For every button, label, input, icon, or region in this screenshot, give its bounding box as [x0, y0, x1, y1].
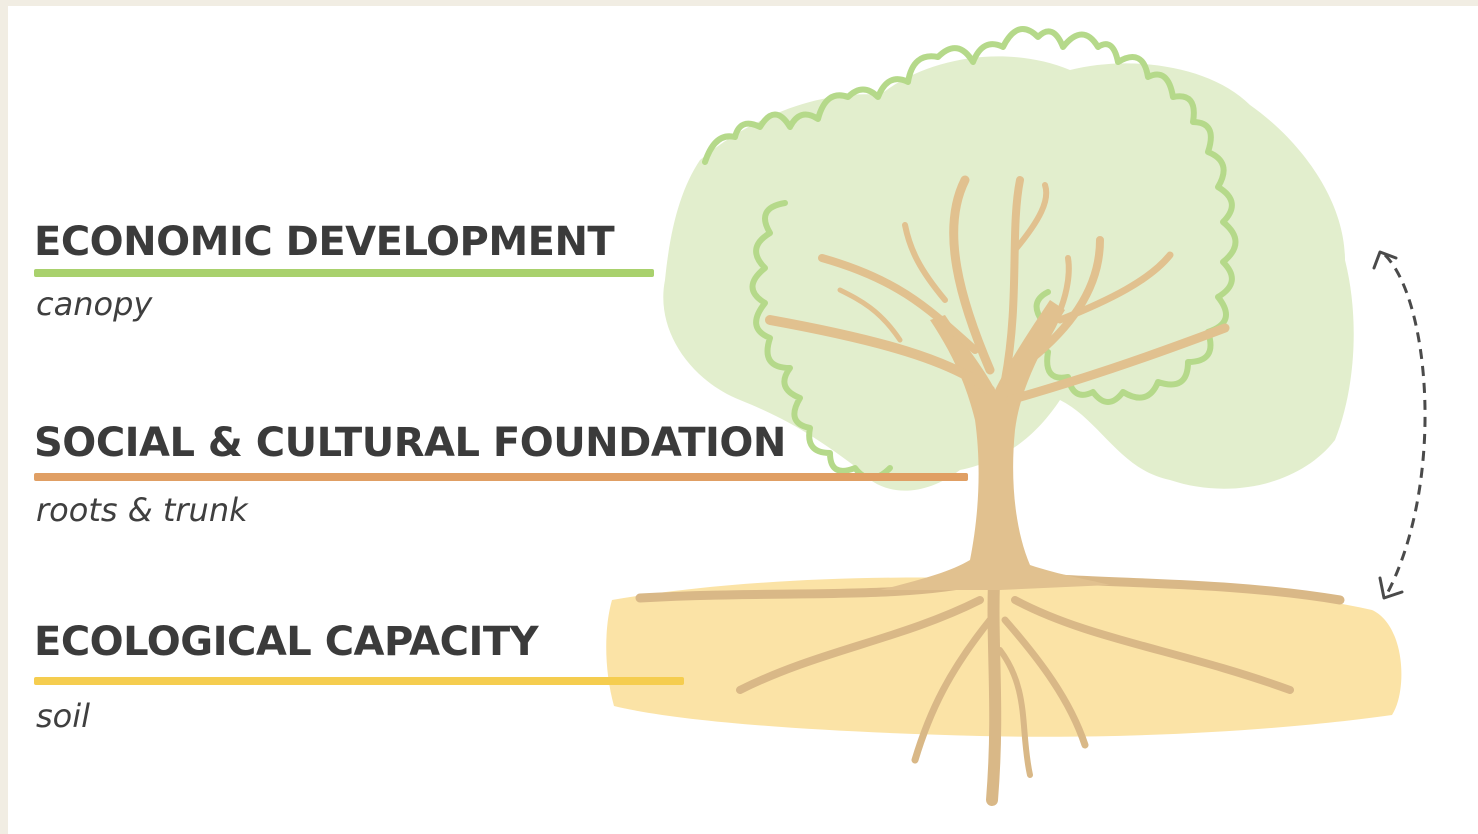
trunk — [880, 300, 1110, 590]
layer-rule-ecological — [34, 677, 684, 685]
canopy-outline — [702, 26, 1239, 481]
layer-title-economic: ECONOMIC DEVELOPMENT — [34, 219, 615, 265]
layer-title-ecological: ECOLOGICAL CAPACITY — [34, 619, 539, 665]
layer-rule-social — [34, 473, 968, 481]
cycle-arrow-icon — [1372, 250, 1427, 600]
layer-subtitle-roots-trunk: roots & trunk — [36, 491, 248, 529]
layer-rule-economic — [34, 269, 654, 277]
branches — [765, 175, 1230, 405]
layer-subtitle-soil: soil — [36, 697, 91, 735]
layer-subtitle-canopy: canopy — [36, 285, 153, 323]
layer-title-social: SOCIAL & CULTURAL FOUNDATION — [34, 420, 786, 466]
